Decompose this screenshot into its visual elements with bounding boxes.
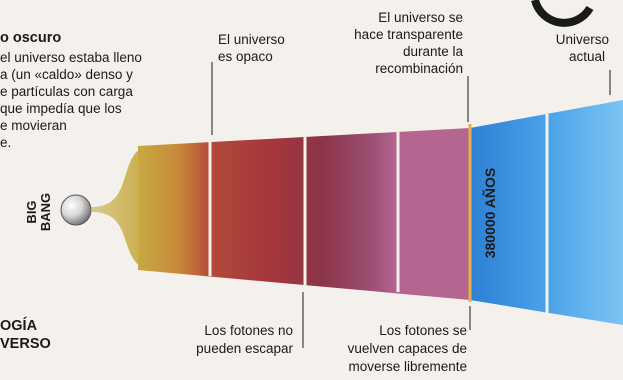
transparent-label-line2: hace transparente bbox=[354, 27, 463, 42]
current-label-line2: actual bbox=[568, 49, 605, 64]
current-label-line1: Universo bbox=[555, 32, 609, 47]
photons-free-line3: moverse libremente bbox=[348, 359, 467, 374]
circle-fragment bbox=[531, 0, 594, 27]
heading-title: o oscuro bbox=[0, 30, 62, 46]
heading-line-5: e movieran bbox=[0, 118, 67, 133]
band-dividers bbox=[208, 114, 549, 313]
transparent-label-line4: recombinación bbox=[375, 61, 463, 76]
opaque-label-line2: es opaco bbox=[218, 49, 273, 64]
big-bang-sphere bbox=[60, 194, 92, 226]
heading-line-4: que impedía que los bbox=[0, 101, 122, 116]
heading-line-2: a (un «caldo» denso y bbox=[0, 67, 133, 82]
photons-trapped-line1: Los fotones no bbox=[204, 323, 293, 338]
transparent-label-line1: El universo se bbox=[378, 10, 463, 25]
heading-line-3: e partículas con carga bbox=[0, 84, 133, 99]
big-bang-label-line1: BIG bbox=[24, 200, 39, 223]
heading-line-6: e. bbox=[0, 135, 12, 150]
transparent-label-line3: durante la bbox=[402, 44, 463, 59]
footer-title-line2: VERSO bbox=[0, 336, 51, 352]
photons-free-line2: vuelven capaces de bbox=[347, 341, 467, 356]
epoch-label: 380000 AÑOS bbox=[481, 168, 498, 259]
photons-free-line1: Los fotones se bbox=[379, 323, 467, 338]
big-bang-label-line2: BANG bbox=[38, 193, 53, 231]
footer-title-line1: OGÍA bbox=[0, 318, 38, 334]
opaque-label-line1: El universo bbox=[218, 32, 285, 47]
heading-line-1: el universo estaba lleno bbox=[0, 50, 142, 65]
photons-trapped-line2: pueden escapar bbox=[196, 341, 293, 356]
expansion-funnel bbox=[92, 146, 146, 268]
